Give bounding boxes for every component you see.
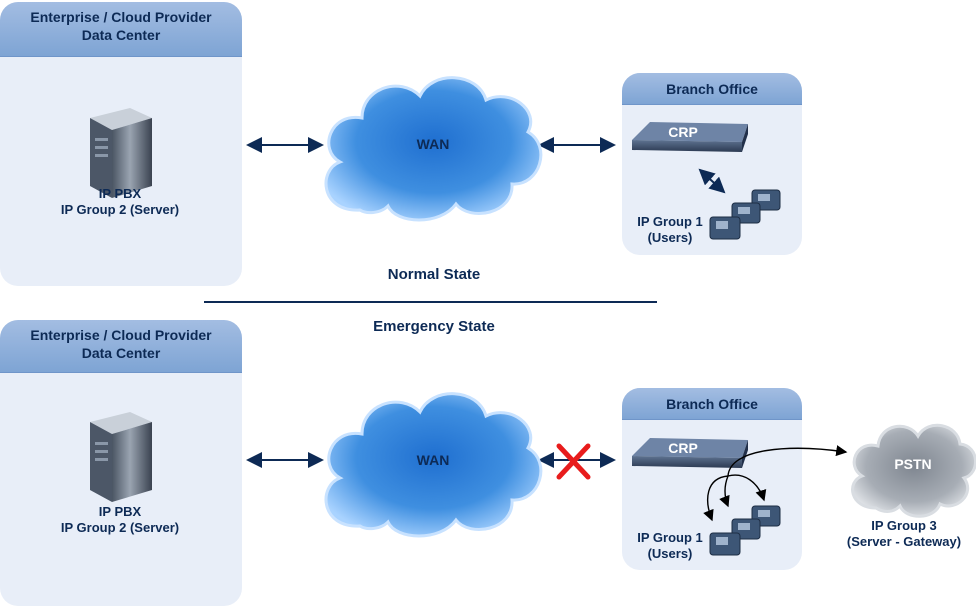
ip-phones-icon	[709, 505, 781, 556]
link-crp-phones	[698, 168, 726, 194]
crp-device-icon	[632, 122, 748, 152]
datacenter-panel-normal: Enterprise / Cloud Provider Data Center	[0, 2, 242, 286]
datacenter-header-emergency: Enterprise / Cloud Provider Data Center	[0, 320, 242, 373]
call-path-to-pstn	[727, 445, 848, 477]
datacenter-header-normal: Enterprise / Cloud Provider Data Center	[0, 2, 242, 57]
pstn-label: PSTN	[894, 456, 932, 472]
users-label-line2: (Users)	[647, 546, 693, 561]
pbx-label-line1: IP PBX	[98, 186, 142, 201]
users-label-normal: IP Group 1 (Users)	[625, 214, 715, 246]
normal-state-label: Normal State	[387, 266, 481, 283]
users-label-line1: IP Group 1	[637, 530, 703, 545]
pstn-group-line1: IP Group 3	[871, 518, 937, 533]
server-icon	[90, 108, 152, 198]
call-path-phone-2	[719, 475, 730, 508]
datacenter-title-line1: Enterprise / Cloud Provider	[30, 9, 212, 25]
datacenter-title-line2: Data Center	[81, 27, 161, 43]
pbx-label-line2: IP Group 2 (Server)	[60, 520, 180, 535]
wan-cloud-icon	[324, 392, 543, 538]
users-label-emergency: IP Group 1 (Users)	[625, 530, 715, 562]
call-path-phone-3	[727, 474, 767, 502]
datacenter-title-line2: Data Center	[81, 345, 161, 361]
crp-label-emergency: CRP	[668, 440, 698, 456]
pbx-label-line1: IP PBX	[98, 504, 142, 519]
users-label-line1: IP Group 1	[637, 214, 703, 229]
emergency-state-label: Emergency State	[373, 318, 495, 335]
pstn-group-label: IP Group 3 (Server - Gateway)	[832, 518, 976, 550]
branch-header-normal: Branch Office	[622, 73, 802, 105]
pbx-label-line2: IP Group 2 (Server)	[60, 202, 180, 217]
crp-label-normal: CRP	[668, 124, 698, 140]
wan-cloud-icon	[324, 76, 543, 222]
datacenter-title-line1: Enterprise / Cloud Provider	[30, 327, 212, 343]
link-failure-x-icon	[556, 443, 591, 480]
wan-label-normal: WAN	[416, 136, 450, 152]
ip-phones-icon	[709, 189, 781, 240]
pbx-label-emergency: IP PBX IP Group 2 (Server)	[20, 504, 220, 536]
wan-label-emergency: WAN	[416, 452, 450, 468]
call-path-phone-1	[703, 475, 729, 522]
pstn-group-line2: (Server - Gateway)	[846, 534, 962, 549]
server-icon	[90, 412, 152, 502]
branch-header-emergency: Branch Office	[622, 388, 802, 420]
users-label-line2: (Users)	[647, 230, 693, 245]
crp-device-icon	[632, 438, 748, 468]
pstn-cloud-icon	[851, 423, 976, 518]
pbx-label-normal: IP PBX IP Group 2 (Server)	[20, 186, 220, 218]
